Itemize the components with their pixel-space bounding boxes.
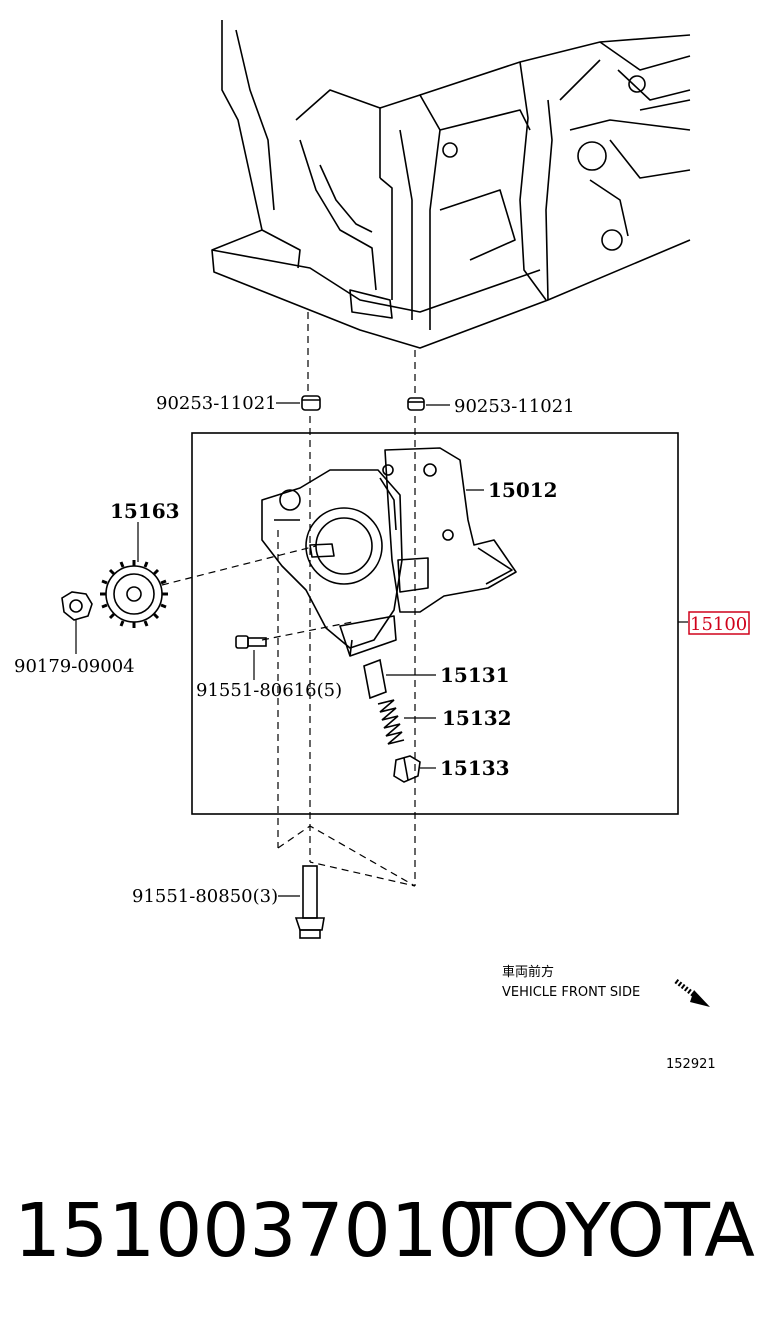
illustration-id: 152921 — [666, 1057, 716, 1072]
front-direction-arrow-icon — [674, 979, 710, 1007]
label-15163: 15163 — [110, 499, 180, 523]
label-90253-11021-left: 90253-11021 — [156, 393, 277, 414]
relief-valve-plunger — [363, 658, 387, 700]
brand-name: TOYOTA — [466, 1188, 755, 1274]
label-91551-80616: 91551-80616(5) — [196, 680, 342, 701]
leader-lines — [75, 402, 484, 897]
relief-valve-spring — [377, 699, 405, 745]
label-15131: 15131 — [440, 663, 510, 687]
assembly-guide-lines — [161, 312, 688, 887]
long-bolt — [294, 865, 325, 939]
assembly-frame — [191, 432, 679, 815]
nut-part — [61, 591, 93, 621]
part-number: 1510037010 — [14, 1188, 485, 1274]
label-15012: 15012 — [488, 478, 558, 502]
relief-valve-plug — [393, 755, 421, 783]
label-90179-09004: 90179-09004 — [14, 656, 135, 677]
highlight-box-15100 — [688, 611, 750, 635]
sprocket-gear — [100, 560, 168, 628]
small-bolt — [235, 635, 267, 649]
vehicle-front-en: VEHICLE FRONT SIDE — [502, 985, 640, 1000]
engine-block-illustration — [211, 20, 691, 349]
oil-pump-body — [261, 447, 517, 657]
vehicle-front-jp: 車両前方 — [502, 964, 554, 980]
label-91551-80850: 91551-80850(3) — [132, 886, 278, 907]
label-15100[interactable]: 15100 — [690, 614, 747, 635]
label-15132: 15132 — [442, 706, 512, 730]
label-15133: 15133 — [440, 756, 510, 780]
dowel-pin-left — [301, 395, 321, 411]
label-90253-11021-right: 90253-11021 — [454, 396, 575, 417]
dowel-pin-right — [407, 397, 425, 411]
